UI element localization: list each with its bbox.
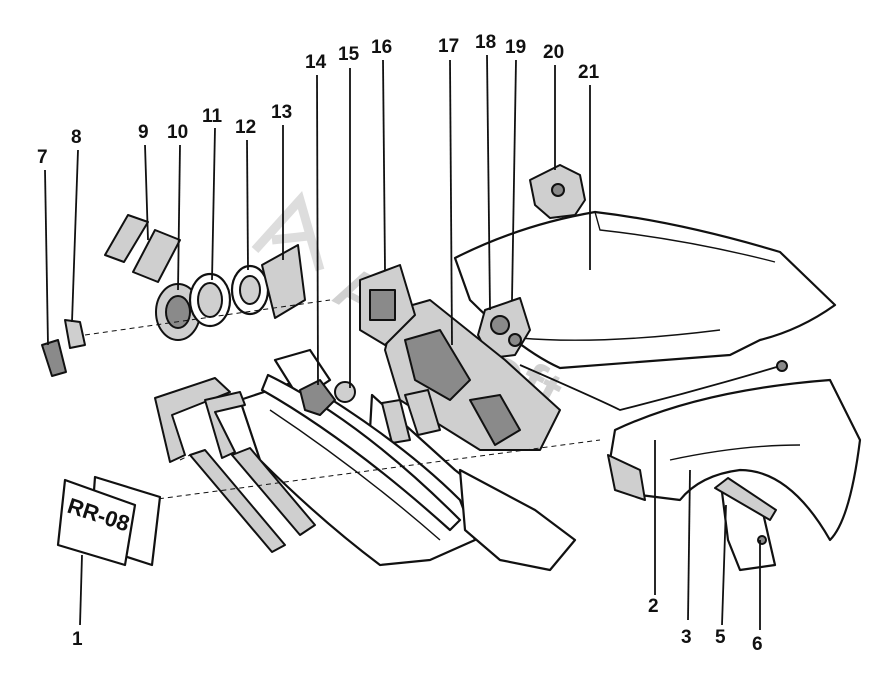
- callout-1: 1: [72, 629, 83, 650]
- hood-lock-part: [477, 297, 531, 359]
- license-plate-part: RR-08: [56, 475, 162, 567]
- hood-hinge-part: [529, 164, 586, 219]
- callout-8: 8: [71, 127, 82, 148]
- callout-2: 2: [648, 596, 659, 617]
- callout-18: 18: [475, 32, 496, 53]
- headlight-trim-parts: [104, 214, 306, 341]
- assembly-lines: [84, 299, 601, 501]
- callout-20: 20: [543, 42, 564, 63]
- hood-part: [453, 210, 837, 370]
- callout-14: 14: [305, 52, 327, 73]
- callout-15: 15: [338, 44, 360, 65]
- headlight-part: [359, 264, 416, 346]
- callout-16: 16: [371, 37, 392, 58]
- callout-3: 3: [681, 627, 692, 648]
- leader-lines: [44, 54, 761, 630]
- horn-parts: [299, 379, 356, 416]
- bumper-end-parts: [154, 377, 316, 553]
- callout-6: 6: [752, 634, 763, 655]
- callout-labels: 1 2 3 5 6 7 8 9 10 11 12 13 14 15 16 17 …: [37, 32, 763, 655]
- fastener-parts: [41, 319, 86, 377]
- fender-part: [607, 378, 862, 542]
- callout-7: 7: [37, 147, 48, 168]
- callout-9: 9: [138, 122, 149, 143]
- callout-21: 21: [578, 62, 600, 83]
- mud-flap-part: [714, 477, 777, 572]
- callout-10: 10: [167, 122, 188, 143]
- callout-5: 5: [715, 627, 726, 648]
- callout-13: 13: [271, 102, 292, 123]
- callout-11: 11: [202, 106, 223, 127]
- callout-12: 12: [235, 117, 256, 138]
- callout-19: 19: [505, 37, 526, 58]
- hood-release-cable: [519, 360, 788, 411]
- callout-17: 17: [438, 36, 459, 57]
